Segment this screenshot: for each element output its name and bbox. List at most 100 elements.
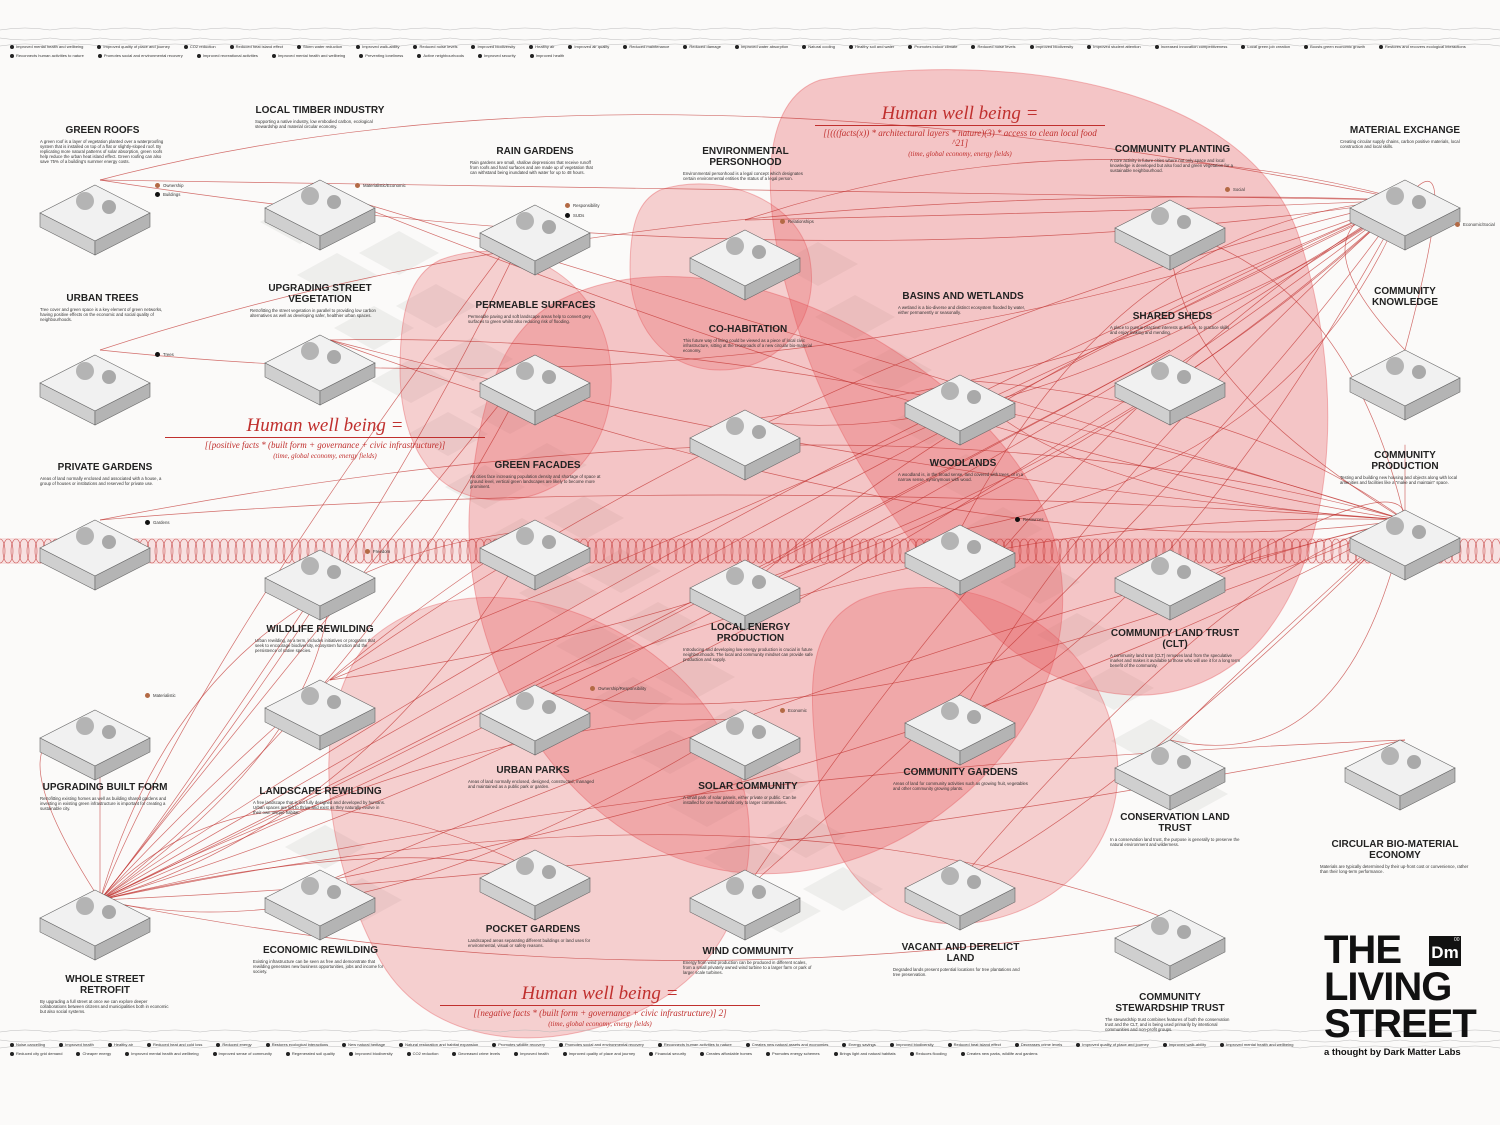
iso-tree — [542, 535, 556, 549]
node-title: COMMUNITY PRODUCTION — [1371, 450, 1439, 472]
coil-ring — [1082, 538, 1094, 564]
iso-tree — [102, 370, 116, 384]
network-line — [329, 199, 1406, 681]
city-block — [815, 295, 895, 339]
tag-ownership: Ownership — [155, 183, 184, 188]
iso-tree — [76, 897, 94, 915]
coil-ring — [394, 538, 406, 564]
node-title: BASINS AND WETLANDS — [902, 291, 1024, 302]
coil-ring — [250, 538, 262, 564]
coil-ring — [154, 538, 166, 564]
iso-block-side — [94, 212, 151, 256]
network-line — [99, 808, 536, 901]
network-line — [99, 444, 1406, 521]
benefit-item: Improved recreational activities — [197, 51, 258, 60]
node-title: PERMEABLE SURFACES — [475, 300, 596, 311]
coil-ring — [682, 538, 694, 564]
tag-economic-social: Economic/Social — [1455, 222, 1495, 227]
node-title: GREEN ROOFS — [65, 125, 140, 136]
network-line — [99, 857, 536, 901]
benefit-item: Improved mental health and wellbeing — [272, 51, 345, 60]
coil-ring — [722, 538, 734, 564]
network-line — [744, 199, 1406, 891]
coil-ring — [274, 538, 286, 564]
coil-ring — [1274, 538, 1286, 564]
coil-ring — [706, 538, 718, 564]
benefit-item: CO2 reduction — [184, 42, 216, 51]
benefit-item: Improved air quality — [568, 42, 609, 51]
city-block — [852, 348, 932, 392]
benefit-item: Reduced maintenance — [623, 42, 669, 51]
network-line — [99, 359, 536, 901]
coil-ring — [426, 538, 438, 564]
iso-block-side — [319, 207, 376, 251]
coil-ring — [762, 538, 774, 564]
network-line — [329, 199, 1406, 681]
iso-tree — [1386, 187, 1404, 205]
coil-ring — [1058, 538, 1070, 564]
coil-ring — [602, 538, 614, 564]
top-benefits-strip: Improved mental health and wellbeing Impr… — [10, 42, 1490, 60]
iso-tree — [1151, 557, 1169, 575]
node-text: Existing infrastructure can be seen as f… — [253, 959, 384, 974]
wave-line-top — [0, 27, 1500, 31]
network-line — [99, 719, 746, 913]
city-block — [359, 231, 439, 275]
network-line — [99, 199, 1406, 901]
iso-block-side — [319, 577, 376, 621]
city-block — [926, 454, 1006, 498]
network-line — [1169, 229, 1406, 521]
network-line — [534, 519, 1406, 705]
node-text: The stewardship trust combines features … — [1105, 1017, 1230, 1032]
coil-ring — [258, 538, 270, 564]
formula-left-title: Human well being = — [246, 415, 404, 436]
benefit-item: Promotes social and environmental recove… — [559, 1040, 644, 1049]
iso-tree — [752, 245, 766, 259]
iso-tree — [941, 532, 959, 550]
iso-tree — [542, 865, 556, 879]
iso-tree — [327, 885, 341, 899]
city-block — [408, 412, 488, 456]
city-block — [618, 602, 698, 646]
network-line — [99, 114, 1406, 201]
tag-social: Social — [1225, 187, 1245, 192]
tag-suds: SUDs — [565, 213, 584, 218]
iso-block-side — [959, 722, 1016, 766]
coil-ring — [1106, 538, 1118, 564]
benefit-item: Reduced noise levels — [971, 42, 1015, 51]
node-title: GREEN FACADES — [494, 460, 581, 471]
coil-ring — [1322, 538, 1334, 564]
node-economic-rewilding: ECONOMIC REWILDING Existing infrastructur… — [253, 945, 388, 974]
benefit-item: Promotes indoor climate — [908, 42, 957, 51]
iso-tree — [102, 200, 116, 214]
benefit-item: Creates affordable homes — [700, 1049, 752, 1058]
node-title: LOCAL ENERGY PRODUCTION — [710, 622, 791, 644]
city-block — [655, 655, 735, 699]
dm-logo: Dm — [1429, 936, 1461, 966]
benefit-item: Improved biodiversity — [471, 42, 515, 51]
node-title: WHOLE STREET RETROFIT — [65, 974, 145, 996]
node-title: VACANT AND DERELICT LAND — [901, 942, 1020, 964]
coil-ring — [170, 538, 182, 564]
network-line — [99, 719, 746, 901]
benefit-item: Reconnects human activities to nature — [10, 51, 84, 60]
iso-tree — [516, 212, 534, 230]
coil-ring — [658, 538, 670, 564]
iso-tree — [516, 527, 534, 545]
node-text: Permeable paving and soft landscape area… — [468, 314, 591, 324]
node-title: ECONOMIC REWILDING — [263, 945, 378, 956]
tag-freedom: Freedom — [365, 549, 390, 554]
iso-tree — [752, 885, 766, 899]
city-block — [433, 337, 513, 381]
iso-tree — [542, 220, 556, 234]
coil-ring — [626, 538, 638, 564]
city-block — [334, 306, 414, 350]
iso-tree — [301, 342, 319, 360]
benefit-item: Improved quality of place and journey — [1076, 1040, 1148, 1049]
iso-tree — [1151, 747, 1169, 765]
